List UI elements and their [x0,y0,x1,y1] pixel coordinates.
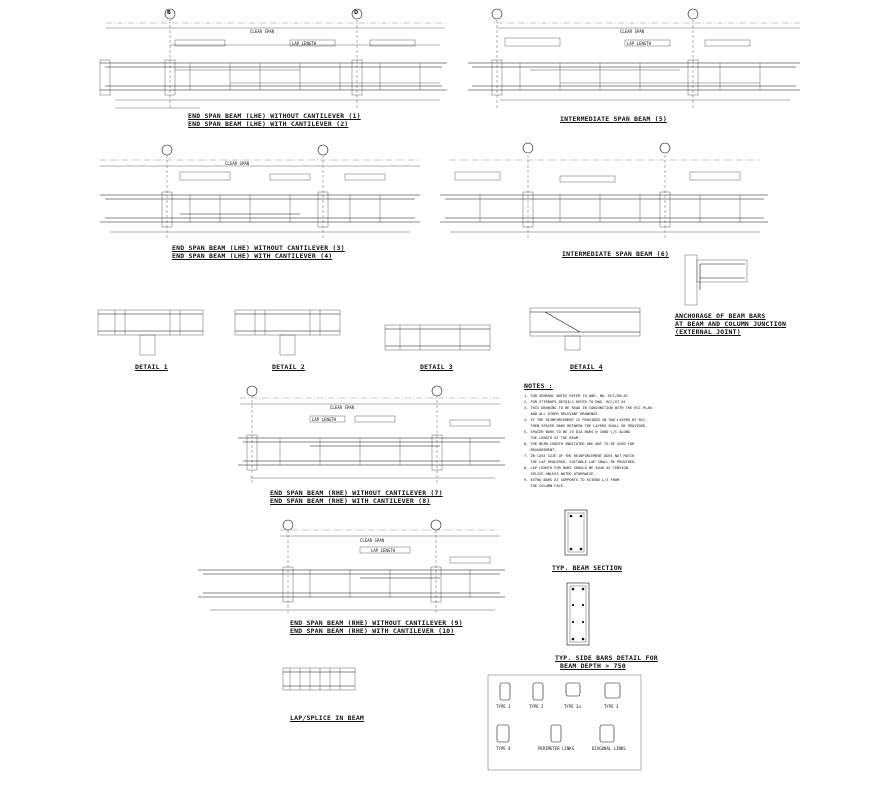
note-line: 8. LAP LENGTH FOR BARS SHOULD BE 50xD AS… [524,466,628,470]
note-line: THE LENGTH OF THE BEAM. [524,436,581,440]
beam-elevation-3 [100,144,420,240]
note-line: 3. THIS DRAWING TO BE READ IN CONJUNCTIO… [524,406,652,410]
stirrup-perimeter-label: PERIMETER LINKS [538,746,575,751]
title-beam-1: END SPAN BEAM (LHE) WITHOUT CANTILEVER (… [188,112,361,120]
note-line: THE LAP REQUIRED, SUITABLE LAP SHALL BE … [524,460,637,464]
grid-bubble-d: D [354,10,359,16]
stirrup-types-table [487,674,642,771]
title-beam-10: END SPAN BEAM (RHE) WITH CANTILEVER (10) [290,627,455,635]
lap-splice-title: LAP/SPLICE IN BEAM [290,714,365,722]
clear-span-label-2: CLEAR SPAN [620,29,645,34]
stirrup-type-3-label: TYPE 3 [604,704,619,709]
clear-span-label-5: CLEAR SPAN [360,538,385,543]
clear-span-label-1: CLEAR SPAN [250,29,275,34]
detail-2 [234,309,341,356]
lap-length-label-3: LAP LENGTH [312,417,337,422]
note-line: 5. SPACER BARS TO BE 25 DIA BARS @ 1000 … [524,430,631,434]
title-beam-8: END SPAN BEAM (RHE) WITH CANTILEVER (8) [270,497,431,505]
note-line: 2. FOR STIRRUPS DETAILS REFER TO DWG. RC… [524,400,626,404]
detail-3 [384,324,491,351]
note-line: 6. THE BEAM LENGTH INDICATED ARE NOT TO … [524,442,635,446]
title-beam-2: END SPAN BEAM (LHE) WITH CANTILEVER (2) [188,120,349,128]
stirrup-type-3a-label: TYPE 3a [564,704,581,709]
lap-length-label-1: LAP LENGTH [292,41,317,46]
grid-bubble-b: B [167,10,171,16]
note-line: THE COLUMN FACE. [524,484,566,488]
notes-list: 1. FOR GENERAL NOTES REFER TO DWG. NO. R… [524,393,674,489]
side-bars-title: TYP. SIDE BARS DETAIL FOR [555,654,658,662]
detail-4-title: DETAIL 4 [570,363,603,371]
title-beam-7: END SPAN BEAM (RHE) WITHOUT CANTILEVER (… [270,489,443,497]
detail-1 [97,309,204,356]
anchorage-title-1: ANCHORAGE OF BEAM BARS [675,312,766,320]
note-line: MEASUREMENT. [524,448,557,452]
stirrup-type-4-label: TYPE 4 [496,746,511,751]
beam-section [564,509,588,556]
detail-1-title: DETAIL 1 [135,363,168,371]
note-line: AND ALL OTHER RELEVANT DRAWINGS. [524,412,600,416]
note-line: THEN SPACER BARS BETWEEN THE LAYERS SHAL… [524,424,648,428]
detail-3-title: DETAIL 3 [420,363,453,371]
beam-elevation-4 [440,142,768,240]
title-beam-5: INTERMEDIATE SPAN BEAM (5) [560,115,667,123]
title-beam-4: END SPAN BEAM (LHE) WITH CANTILEVER (4) [172,252,333,260]
title-beam-9: END SPAN BEAM (RHE) WITHOUT CANTILEVER (… [290,619,463,627]
stirrup-diagonal-label: DIAGONAL LINKS [592,746,626,751]
lap-length-label-4: LAP LENGTH [371,548,396,553]
beam-elevation-2 [468,8,800,110]
stirrup-type-2-label: TYPE 2 [529,704,544,709]
anchorage-title-3: (EXTERNAL JOINT) [675,328,741,336]
clear-span-label-4: CLEAR SPAN [330,405,355,410]
beam-section-title: TYP. BEAM SECTION [552,564,622,572]
note-line: 4. IF THE REINFORCEMENT IS PROVIDED IN T… [524,418,648,422]
lap-splice-detail [282,667,356,691]
title-beam-6: INTERMEDIATE SPAN BEAM (6) [562,250,669,258]
stirrup-type-1-label: TYPE 1 [496,704,511,709]
anchorage-detail [684,254,748,306]
side-bars-section [566,582,590,646]
beam-elevation-5 [238,385,505,485]
note-line: 9. EXTRA BARS AT SUPPORTS TO EXTEND L/3 … [524,478,620,482]
clear-span-label-3: CLEAR SPAN [225,161,250,166]
anchorage-title-2: AT BEAM AND COLUMN JUNCTION [675,320,787,328]
note-line: 1. FOR GENERAL NOTES REFER TO DWG. NO. R… [524,394,628,398]
title-beam-3: END SPAN BEAM (LHE) WITHOUT CANTILEVER (… [172,244,345,252]
note-line: SPLICE UNLESS NOTED OTHERWISE. [524,472,596,476]
lap-length-label-2: LAP LENGTH [627,41,652,46]
notes-title: NOTES : [524,382,553,390]
side-bars-title-2: BEAM DEPTH > 750 [560,662,626,670]
beam-elevation-1 [99,8,447,110]
beam-elevation-6 [198,519,505,615]
detail-4 [529,307,641,351]
detail-2-title: DETAIL 2 [272,363,305,371]
note-line: 7. IN CASE SIZE OF THE REINFORCEMENT DOE… [524,454,635,458]
